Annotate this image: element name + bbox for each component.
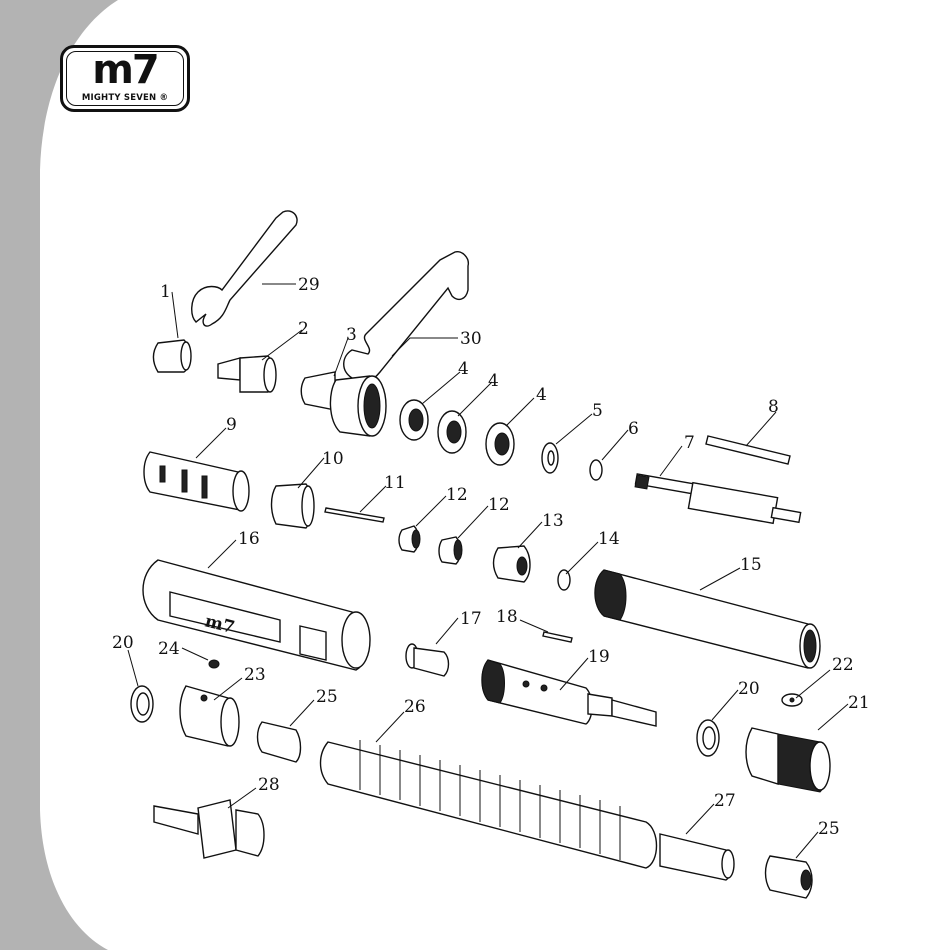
callout-24: 24 (158, 639, 180, 659)
callout-27: 27 (714, 791, 736, 811)
callout-9: 9 (226, 415, 237, 435)
callout-12b: 12 (488, 495, 510, 515)
callout-23: 23 (244, 665, 266, 685)
part-12-bearing-b (439, 537, 462, 564)
callout-28: 28 (258, 775, 280, 795)
part-21-collar (746, 728, 830, 792)
part-12-bearing-a (399, 526, 420, 552)
part-11-pin (325, 508, 384, 522)
part-20-oring-right (697, 720, 719, 756)
part-18-pin (543, 632, 572, 642)
part-10-plate (272, 484, 315, 528)
callout-12a: 12 (446, 485, 468, 505)
part-1-nut (154, 340, 192, 372)
callout-6: 6 (628, 419, 639, 439)
part-28-nozzle (154, 800, 264, 858)
part-2-fitting (218, 356, 276, 392)
callout-2: 2 (298, 319, 309, 339)
callout-10: 10 (322, 449, 344, 469)
part-9-cylinder (144, 452, 249, 511)
part-6-ring (590, 460, 602, 480)
callout-4b: 4 (488, 371, 499, 391)
callout-7: 7 (684, 433, 695, 453)
callout-11: 11 (384, 473, 406, 493)
part-24-set-screw (209, 660, 219, 668)
part-13-cam (494, 546, 531, 582)
callout-16: 16 (238, 529, 260, 549)
callout-4a: 4 (458, 359, 469, 379)
callout-3: 3 (346, 325, 357, 345)
callout-4c: 4 (536, 385, 547, 405)
part-3-housing (301, 372, 386, 436)
callout-29: 29 (298, 275, 320, 295)
callout-17: 17 (460, 609, 482, 629)
part-19-spindle (482, 660, 656, 726)
callout-18: 18 (496, 607, 518, 627)
callout-19: 19 (588, 647, 610, 667)
part-30-wrench (344, 252, 469, 383)
callout-14: 14 (598, 529, 620, 549)
callout-20-left: 20 (112, 633, 134, 653)
part-5-washer (542, 443, 558, 473)
part-25-bushing-b (766, 856, 813, 898)
part-25-bushing-a (258, 722, 301, 762)
part-29-wrench (192, 211, 297, 326)
callout-30: 30 (460, 329, 482, 349)
callout-22: 22 (832, 655, 854, 675)
part-23-sleeve (180, 686, 239, 746)
part-4-bearing-a (400, 400, 428, 440)
callout-1: 1 (160, 282, 171, 302)
part-27-tube (660, 834, 734, 880)
part-14-ring (558, 570, 570, 590)
part-26-spring (321, 740, 657, 868)
callout-5: 5 (592, 401, 603, 421)
callout-25a: 25 (316, 687, 338, 707)
part-4-bearing-b (438, 411, 466, 453)
part-8-vane (706, 436, 790, 464)
part-20-oring-left (131, 686, 153, 722)
callout-25b: 25 (818, 819, 840, 839)
callout-20-right: 20 (738, 679, 760, 699)
callout-8: 8 (768, 397, 779, 417)
part-15-housing (595, 570, 820, 668)
part-7-rotor (635, 474, 801, 523)
part-4-bearing-c (486, 423, 514, 465)
callout-26: 26 (404, 697, 426, 717)
callout-15: 15 (740, 555, 762, 575)
part-17-screw (406, 644, 449, 676)
callout-13: 13 (542, 511, 564, 531)
callout-21: 21 (848, 693, 870, 713)
